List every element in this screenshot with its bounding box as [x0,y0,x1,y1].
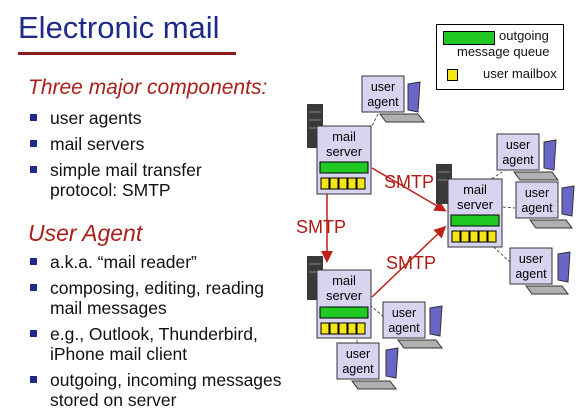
list-item: outgoing, incoming messages stored on se… [28,370,300,410]
user-agent-list: a.k.a. “mail reader” composing, editing,… [28,252,300,416]
list-item: user agents [28,108,230,128]
list-item: e.g., Outlook, Thunderbird, iPhone mail … [28,324,300,364]
svg-text:agent: agent [342,362,374,376]
list-item: simple mail transfer protocol: SMTP [28,160,230,200]
svg-text:user: user [525,186,549,200]
list-item: mail servers [28,134,230,154]
mail-server: mail server [307,104,372,195]
outgoing-queue [450,214,500,227]
outgoing-queue [319,161,369,174]
legend-mailbox-label: user mailbox [483,66,557,81]
monitor-icon [407,81,421,113]
smtp-label: SMTP [296,217,346,237]
svg-text:server: server [457,197,494,212]
svg-text:agent: agent [367,95,399,109]
bullet-icon [30,114,37,121]
bullet-icon [30,284,37,291]
smtp-label: SMTP [386,253,436,273]
monitor-icon [561,185,575,217]
mail-server: mail server [436,164,503,248]
page-title: Electronic mail [18,10,220,45]
legend-queue-label: outgoing [499,28,549,43]
monitor-icon [429,305,443,337]
user-agent: user agent [496,133,559,181]
svg-text:user: user [392,306,416,320]
user-mailboxes [451,230,497,243]
legend-queue-label: message queue [457,44,550,59]
svg-text:agent: agent [388,321,420,335]
keyboard-icon [351,380,397,390]
bullet-icon [30,166,37,173]
user-mailboxes [320,322,366,335]
keyboard-icon [525,285,569,295]
monitor-icon [543,139,557,171]
smtp-label: SMTP [384,172,434,192]
list-item: composing, editing, reading mail message… [28,278,290,318]
svg-text:agent: agent [515,267,547,281]
svg-text:user: user [519,252,543,266]
legend-queue-swatch [443,31,495,45]
svg-text:user: user [506,138,530,152]
smtp-arrow [371,225,447,298]
svg-text:mail: mail [332,129,356,144]
bullet-icon [30,258,37,265]
mail-server: mail server [307,256,372,339]
keyboard-icon [529,219,573,229]
legend: outgoing message queue user mailbox [436,24,564,90]
svg-text:server: server [326,144,363,159]
svg-text:user: user [346,347,370,361]
user-agent: user agent [382,301,443,349]
user-agent-heading: User Agent [28,220,143,246]
user-agent: user agent [509,247,571,295]
monitor-icon [385,347,399,379]
keyboard-icon [379,113,425,123]
list-item: a.k.a. “mail reader” [28,252,300,272]
user-mailboxes [320,177,366,190]
bullet-icon [30,330,37,337]
svg-text:user: user [371,80,395,94]
components-list: user agents mail servers simple mail tra… [28,108,230,206]
smtp-arrows [321,167,447,298]
components-heading: Three major components: [28,76,268,99]
smtp-arrow [371,167,447,212]
svg-text:agent: agent [502,153,534,167]
svg-text:server: server [326,288,363,303]
svg-text:agent: agent [521,201,553,215]
bullet-icon [30,140,37,147]
legend-mailbox-swatch [447,69,458,81]
user-agent: user agent [515,181,575,229]
svg-text:mail: mail [332,273,356,288]
user-agent: user agent [336,342,399,390]
title-underline [18,52,236,55]
monitor-icon [557,251,571,283]
bullet-icon [30,376,37,383]
keyboard-icon [397,339,443,349]
outgoing-queue [319,306,369,319]
svg-text:mail: mail [463,182,487,197]
user-agent: user agent [361,75,425,123]
keyboard-icon [513,171,559,181]
